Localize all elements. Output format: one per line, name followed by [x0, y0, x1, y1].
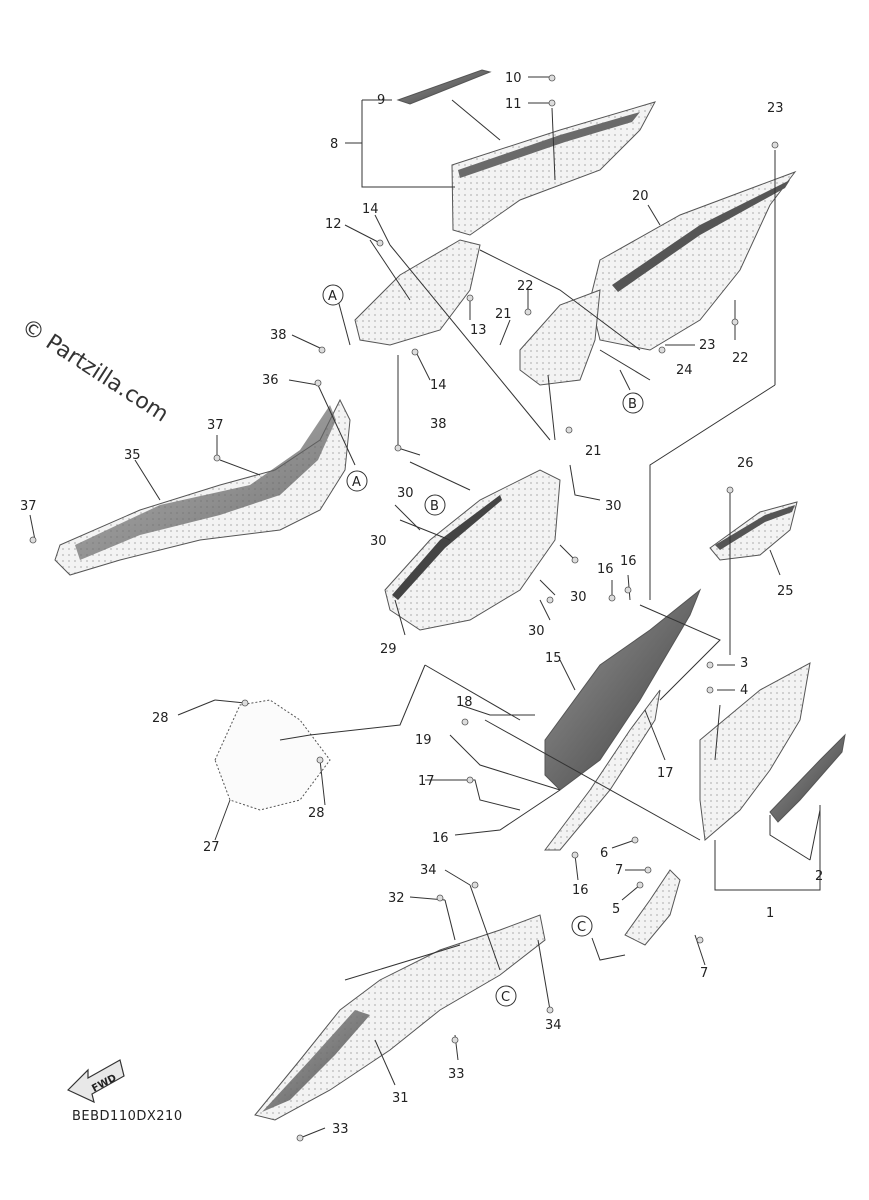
diagram-code: BEBD110DX210 [72, 1109, 183, 1124]
callout-16b: 16 [620, 554, 637, 569]
callout-17a: 17 [657, 766, 674, 781]
callout-7b: 7 [700, 966, 708, 981]
marker-c-right: C [577, 920, 586, 935]
callout-30a: 30 [397, 486, 414, 501]
callout-1: 1 [766, 906, 774, 921]
callout-22a: 22 [517, 279, 534, 294]
callout-23a: 23 [767, 101, 784, 116]
callout-15: 15 [545, 651, 562, 666]
callout-34a: 34 [420, 863, 437, 878]
part-31-shape [254, 914, 546, 1121]
callout-26: 26 [737, 456, 754, 471]
callout-35: 35 [124, 448, 141, 463]
callout-33a: 33 [448, 1067, 465, 1082]
callout-30c: 30 [605, 499, 622, 514]
marker-a-bottom: A [352, 475, 361, 490]
callout-7a: 7 [615, 863, 623, 878]
callout-17b: 17 [418, 774, 435, 789]
callout-16c: 16 [432, 831, 449, 846]
part-8-dark [458, 112, 640, 178]
parts-shapes [54, 69, 846, 1121]
part-12-shape [354, 239, 481, 346]
callout-38a: 38 [270, 328, 287, 343]
part-9-shape [396, 69, 492, 105]
callout-33b: 33 [332, 1122, 349, 1137]
part-7-shape [624, 869, 681, 946]
callout-16a: 16 [597, 562, 614, 577]
callout-labels: 1 2 3 4 5 6 7 7 7 8 9 10 11 12 13 14 14 … [20, 71, 823, 1137]
callout-22b: 22 [732, 351, 749, 366]
reference-markers: A A B B C C [322, 284, 644, 1007]
watermark: © Partzilla.com [17, 314, 173, 427]
callout-4: 4 [740, 683, 748, 698]
callout-28b: 28 [308, 806, 325, 821]
marker-b-center: B [430, 499, 439, 514]
callout-30d: 30 [570, 590, 587, 605]
fasteners [29, 74, 779, 1142]
callout-21b: 21 [585, 444, 602, 459]
callout-3: 3 [740, 656, 748, 671]
part-35-dark [75, 405, 336, 560]
marker-a-top: A [328, 289, 337, 304]
callout-38b: 38 [430, 417, 447, 432]
callout-30b: 30 [370, 534, 387, 549]
callout-10: 10 [505, 71, 522, 86]
marker-c-bottom: C [501, 990, 510, 1005]
callout-21a: 21 [495, 307, 512, 322]
part-21-shape [519, 289, 601, 386]
part-27-shape [214, 699, 331, 811]
callout-24: 24 [676, 363, 693, 378]
callout-9: 9 [377, 93, 385, 108]
callout-37b: 37 [20, 499, 37, 514]
callout-37a: 37 [207, 418, 224, 433]
callout-20: 20 [632, 189, 649, 204]
callout-16d: 16 [572, 883, 589, 898]
callout-28a: 28 [152, 711, 169, 726]
part-8-shape [451, 101, 657, 236]
callout-2: 2 [815, 869, 823, 884]
part-29-shape [384, 469, 561, 631]
part-29-dark [392, 495, 502, 600]
callout-12: 12 [325, 217, 342, 232]
callout-31: 31 [392, 1091, 409, 1106]
callout-14a: 14 [362, 202, 379, 217]
callout-29: 29 [380, 642, 397, 657]
callout-25: 25 [777, 584, 794, 599]
callout-32: 32 [388, 891, 405, 906]
part-31-dark [262, 1010, 370, 1112]
part-15-shape [544, 588, 702, 791]
part-20-dark [612, 180, 790, 292]
callout-13: 13 [470, 323, 487, 338]
callout-34b: 34 [545, 1018, 562, 1033]
callout-18: 18 [456, 695, 473, 710]
callout-19: 19 [415, 733, 432, 748]
callout-8: 8 [330, 137, 338, 152]
callout-5: 5 [612, 902, 620, 917]
callout-23b: 23 [699, 338, 716, 353]
callout-14b: 14 [430, 378, 447, 393]
callout-6: 6 [600, 846, 608, 861]
part-15-lower [544, 689, 661, 851]
fwd-arrow-icon [66, 1059, 125, 1104]
part-2-shape [769, 733, 846, 823]
callout-27: 27 [203, 840, 220, 855]
callout-36: 36 [262, 373, 279, 388]
leader-lines [29, 76, 821, 1139]
marker-b-right: B [628, 397, 637, 412]
callout-11: 11 [505, 97, 522, 112]
fwd-arrow: FWD [66, 1059, 125, 1104]
callout-30e: 30 [528, 624, 545, 639]
part-1-shape [699, 662, 811, 841]
part-25-dark [715, 505, 795, 550]
